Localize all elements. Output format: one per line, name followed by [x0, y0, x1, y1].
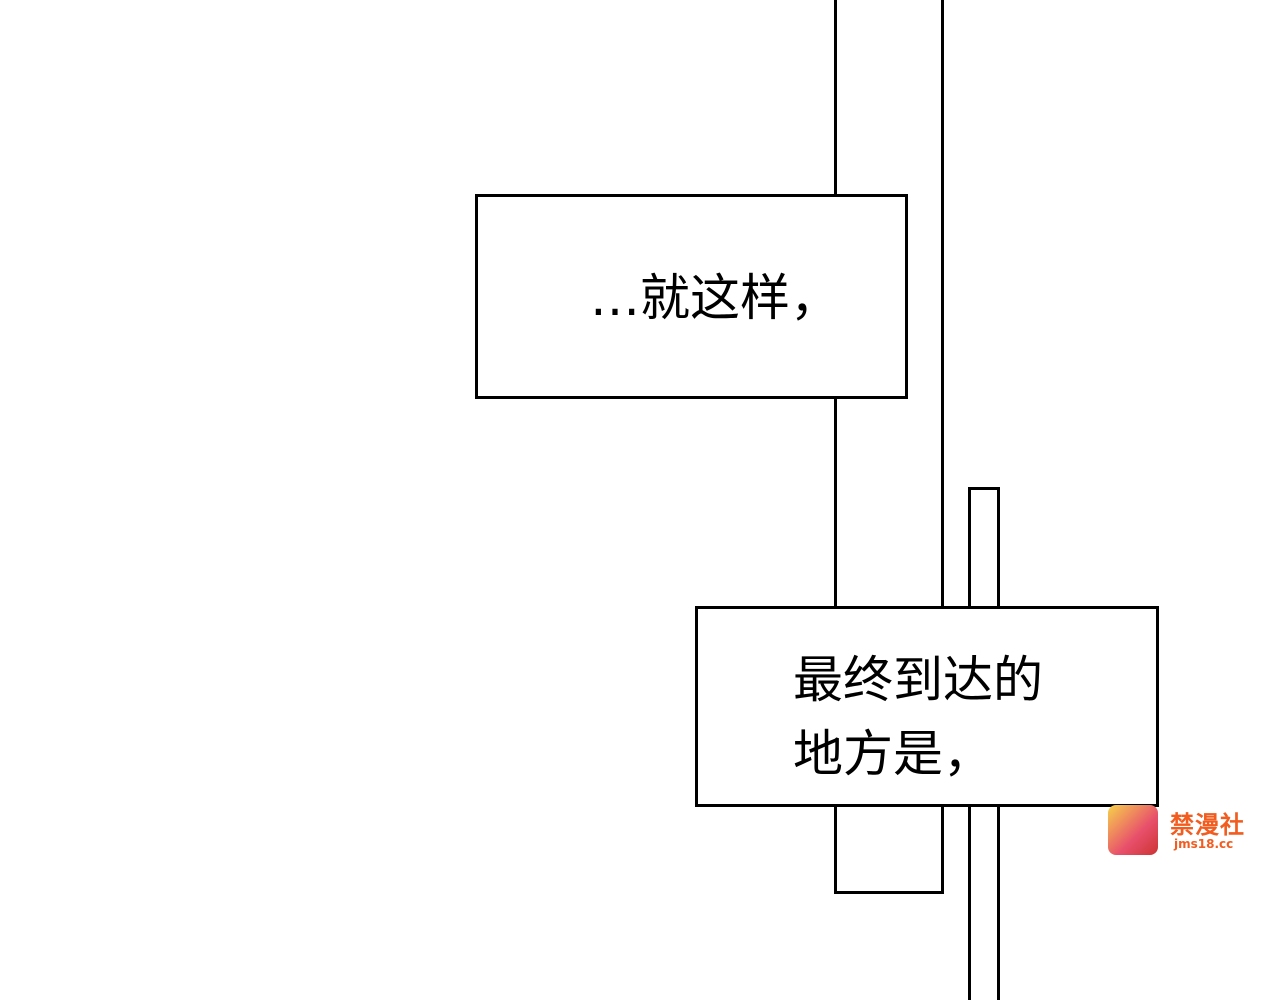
watermark-logo: 禁漫社 jms18.cc: [1108, 803, 1268, 857]
caption-text-2-line-2: 地方是，: [793, 725, 993, 783]
watermark-url: jms18.cc: [1174, 837, 1234, 851]
caption-text-1: …就这样，: [590, 269, 840, 327]
watermark-name: 禁漫社: [1170, 811, 1245, 839]
caption-box-2: 最终到达的 地方是，: [695, 606, 1159, 807]
watermark-app-icon: [1108, 805, 1158, 855]
caption-box-1: …就这样，: [475, 194, 908, 399]
caption-text-2-line-1: 最终到达的: [793, 651, 1043, 709]
